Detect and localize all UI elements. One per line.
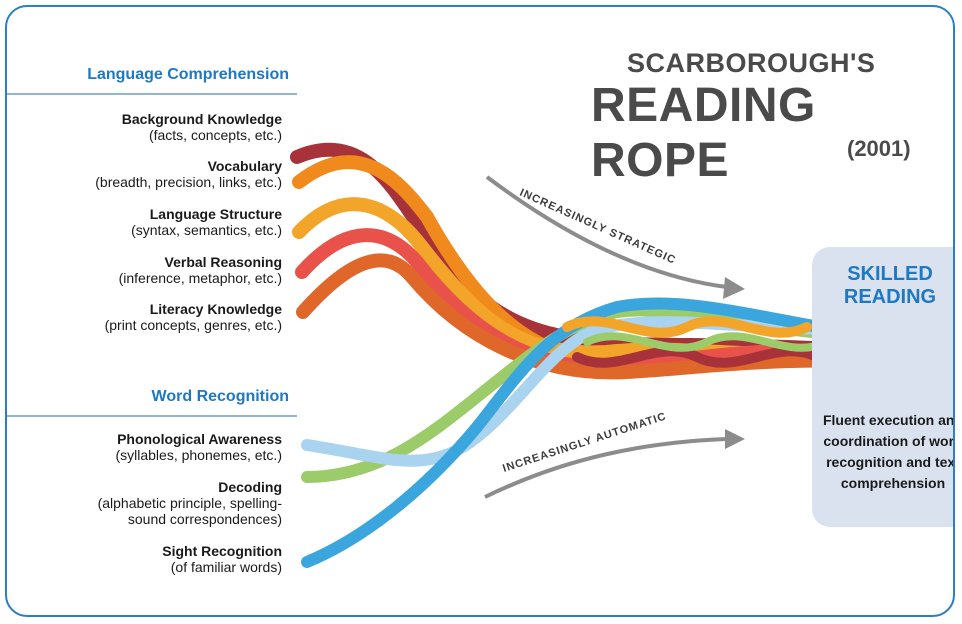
automatic-arrowhead [725, 429, 745, 449]
item-decoding: Decoding (alphabetic principle, spelling… [98, 479, 282, 527]
item-verbal-reasoning: Verbal Reasoning (inference, metaphor, e… [119, 254, 282, 286]
language-comprehension-heading: Language Comprehension [87, 66, 289, 83]
title-scarborough: SCARBOROUGH'S [627, 48, 876, 78]
skilled-reading-line2: READING [843, 286, 937, 308]
strategic-arrow [485, 175, 728, 289]
item-detail: (inference, metaphor, etc.) [118, 270, 282, 286]
skilled-reading-description: Fluent execution and coordination of wor… [819, 410, 955, 494]
skilled-desc-line: Fluent execution and [822, 412, 955, 428]
language-comprehension-rule [7, 93, 297, 95]
item-phonological-awareness: Phonological Awareness (syllables, phone… [115, 431, 282, 463]
item-title: Verbal Reasoning [164, 254, 282, 270]
strand-sight-recognition [301, 297, 953, 568]
skilled-reading-heading: SKILLED READING [819, 263, 953, 309]
skilled-desc-line: comprehension [840, 475, 946, 491]
item-title: Decoding [218, 479, 282, 495]
item-detail: (print concepts, genres, etc.) [104, 317, 282, 333]
skilled-desc-line: coordination of word [823, 433, 955, 449]
automatic-label: INCREASINGLY AUTOMATIC [501, 410, 668, 474]
item-title: Language Structure [149, 206, 282, 222]
item-title: Background Knowledge [121, 111, 282, 127]
strategic-arrowhead [723, 277, 745, 299]
title-year: (2001) [847, 136, 911, 161]
skilled-desc-line: recognition and text [826, 454, 955, 470]
automatic-arrow [484, 437, 728, 499]
title-reading-rope: READING ROPE [591, 79, 816, 187]
word-recognition-heading: Word Recognition [151, 388, 289, 405]
item-detail: (alphabetic principle, spelling- [97, 495, 282, 511]
item-detail: (of familiar words) [170, 559, 282, 575]
skilled-reading-panel [812, 247, 953, 527]
item-detail: sound correspondences) [127, 511, 282, 527]
item-sight-recognition: Sight Recognition (of familiar words) [162, 543, 282, 575]
strategic-label: INCREASINGLY STRATEGIC [518, 187, 678, 267]
item-detail: (breadth, precision, links, etc.) [95, 174, 282, 190]
item-title: Literacy Knowledge [149, 301, 282, 317]
reading-rope-graphic: INCREASINGLY STRATEGIC INCREASINGLY AUTO… [290, 142, 953, 568]
item-detail: (facts, concepts, etc.) [148, 127, 282, 143]
item-vocabulary: Vocabulary (breadth, precision, links, e… [95, 158, 282, 190]
item-title: Phonological Awareness [117, 431, 282, 447]
diagram-frame: INCREASINGLY STRATEGIC INCREASINGLY AUTO… [5, 5, 955, 617]
skilled-reading-line1: SKILLED [847, 263, 933, 285]
word-recognition-rule [7, 415, 297, 417]
item-detail: (syllables, phonemes, etc.) [115, 447, 282, 463]
item-title: Vocabulary [207, 158, 282, 174]
item-language-structure: Language Structure (syntax, semantics, e… [131, 206, 282, 238]
item-detail: (syntax, semantics, etc.) [131, 222, 282, 238]
item-background-knowledge: Background Knowledge (facts, concepts, e… [122, 111, 282, 143]
item-literacy-knowledge: Literacy Knowledge (print concepts, genr… [105, 301, 282, 333]
item-title: Sight Recognition [162, 543, 282, 559]
